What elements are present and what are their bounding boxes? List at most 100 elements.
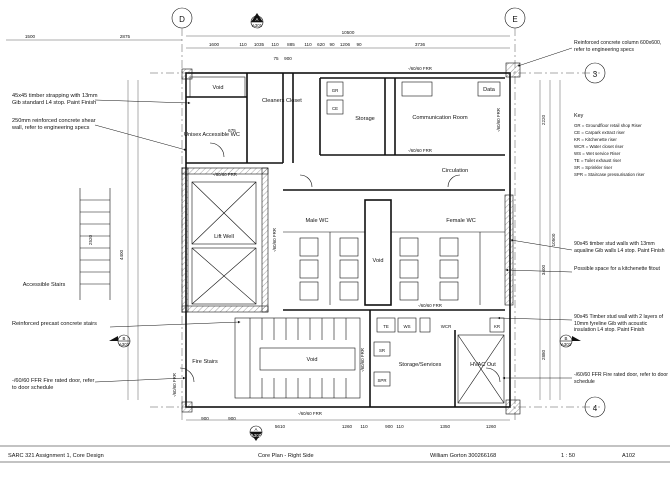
svg-text:1600: 1600 [209, 42, 220, 47]
note-acoustic: 90x45 Timber stud wall with 2 layers of … [574, 314, 664, 333]
svg-text:885: 885 [287, 42, 295, 47]
room-labels: Void Cleaners Closet Unisex Accessible W… [23, 85, 497, 368]
svg-text:1350: 1350 [440, 424, 451, 429]
frr-labels: -/60/60 FRR -/60/60 FRR -/60/60 FRR -/60… [172, 66, 501, 416]
svg-text:A: A [255, 427, 258, 432]
svg-text:1500: 1500 [25, 34, 36, 39]
title-number: A102 [622, 453, 635, 459]
svg-text:2880: 2880 [541, 349, 546, 360]
svg-text:900: 900 [385, 424, 393, 429]
title-sheet: Core Plan - Right Side [258, 453, 314, 459]
core-walls [79, 62, 521, 415]
key-item: GR = Groundfloor retail shop Riser [574, 123, 642, 128]
notes-right: Reinforced concrete column 600x600, refe… [574, 40, 668, 385]
key-item: KR = Kitchenette riser [574, 137, 617, 142]
grid-bubble-3: 3 [584, 62, 606, 84]
svg-text:TE: TE [383, 324, 389, 329]
callouts [94, 47, 573, 383]
room-void-stair: Void [307, 357, 318, 363]
note-column: Reinforced concrete column 600x600, refe… [574, 40, 662, 53]
room-hvac: HVAC Out [470, 362, 496, 368]
room-male-wc: Male WC [306, 218, 329, 224]
svg-text:10500: 10500 [342, 30, 355, 35]
svg-text:-/60/60 FRR: -/60/60 FRR [213, 172, 237, 177]
svg-text:90: 90 [356, 42, 362, 47]
room-comms: Communication Room [412, 115, 468, 121]
title-scale: 1 : 50 [561, 453, 575, 459]
svg-text:3736: 3736 [415, 42, 426, 47]
svg-text:5610: 5610 [275, 424, 286, 429]
svg-text:A302: A302 [561, 342, 572, 347]
svg-text:GR: GR [332, 88, 339, 93]
svg-text:CE: CE [332, 106, 338, 111]
key-item: CE = Carpark extract riser [574, 130, 625, 135]
room-fire-stairs: Fire Stairs [192, 359, 218, 365]
svg-text:-/60/60 FRR: -/60/60 FRR [408, 66, 432, 71]
key-item: TE = Toilet exhaust riser [574, 158, 622, 163]
bottom-dimensions: 5610 1260 110 900 110 1350 1260 900 900 [186, 416, 510, 429]
svg-text:2220: 2220 [541, 114, 546, 125]
svg-text:4400: 4400 [119, 249, 124, 260]
svg-text:900: 900 [284, 56, 292, 61]
note-stud-walls: 90x45 timber stud walls with 13mm aquali… [574, 241, 665, 254]
note-kitchenette: Possible space for a kitchenette fitout [574, 266, 660, 272]
title-course: SARC 321 Assignment 1, Core Design [8, 453, 104, 459]
room-storage-services: Storage/Services [399, 362, 442, 368]
svg-text:E: E [512, 15, 517, 24]
svg-text:WCR: WCR [441, 324, 452, 329]
svg-text:WS: WS [403, 324, 410, 329]
svg-text:SR: SR [379, 348, 385, 353]
svg-text:1206: 1206 [340, 42, 351, 47]
note-shear-wall: 250mm reinforced concrete shear wall, re… [12, 118, 96, 131]
room-unisex-wc: Unisex Accessible WC [184, 132, 240, 138]
title-author: William Gorton 300266168 [430, 453, 496, 459]
svg-text:110: 110 [239, 42, 247, 47]
key-item: SR = Sprinkler riser [574, 165, 613, 170]
svg-text:3400: 3400 [541, 264, 546, 275]
section-marker-a301-top: A A301 [250, 13, 264, 29]
svg-text:-/60/60 FRR: -/60/60 FRR [172, 373, 177, 397]
svg-text:1035: 1035 [254, 42, 265, 47]
column-sw [181, 401, 193, 413]
section-marker-a302-left: B A302 [109, 334, 131, 348]
svg-text:A301: A301 [251, 433, 262, 438]
svg-text:900: 900 [201, 416, 209, 421]
grid-bubble-e: E [504, 7, 526, 29]
svg-text:620: 620 [317, 42, 325, 47]
svg-text:B: B [123, 336, 126, 341]
column-nw [181, 68, 193, 80]
note-precast-stairs: Reinforced precast concrete stairs [12, 321, 97, 327]
svg-text:B: B [565, 336, 568, 341]
svg-text:110: 110 [396, 424, 404, 429]
svg-text:-/60/60 FRR: -/60/60 FRR [272, 228, 277, 252]
room-circulation: Circulation [442, 168, 468, 174]
note-fire-door-right: -/60/60 FFR Fire rated door, refer to do… [574, 372, 668, 385]
svg-text:900: 900 [228, 416, 236, 421]
svg-text:4: 4 [593, 404, 598, 413]
svg-text:110: 110 [271, 42, 279, 47]
section-marker-a301-bottom: A A301 [249, 425, 263, 441]
key-title: Key [574, 113, 584, 119]
key-item: SPR = Staircase pressurisation riser [574, 172, 645, 177]
room-accessible-stairs: Accessible Stairs [23, 282, 66, 288]
room-storage: Storage [355, 116, 375, 122]
svg-text:-/60/60 FRR: -/60/60 FRR [496, 108, 501, 132]
svg-text:3: 3 [593, 70, 598, 79]
svg-text:-/60/60 FRR: -/60/60 FRR [418, 303, 442, 308]
svg-text:D: D [179, 15, 185, 24]
svg-text:2520: 2520 [88, 234, 93, 245]
key-item: WS = Wet service Riser [574, 151, 621, 156]
grid-bubble-4: 4 [584, 396, 606, 418]
svg-text:SPR: SPR [377, 378, 386, 383]
top-dimensions: 10500 1500 2875 1600 110 1035 110 885 11… [6, 30, 510, 133]
side-dimensions: 4400 10500 3400 2880 2220 2520 [88, 80, 561, 400]
note-strapping: 45x45 timber strapping with 13mm Gib sta… [12, 93, 98, 106]
svg-text:110: 110 [360, 424, 368, 429]
svg-text:A302: A302 [119, 342, 130, 347]
riser-codes: GR CE TE WS WCR KR SR SPR [332, 88, 500, 383]
key-legend: Key GR = Groundfloor retail shop Riser C… [574, 113, 645, 177]
svg-text:-/60/60 FRR: -/60/60 FRR [298, 411, 322, 416]
svg-text:-/60/60 FRR: -/60/60 FRR [408, 148, 432, 153]
